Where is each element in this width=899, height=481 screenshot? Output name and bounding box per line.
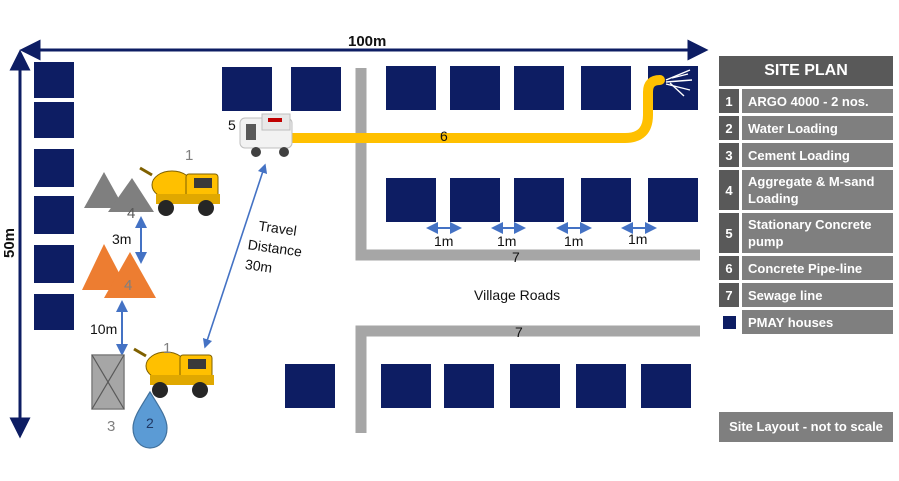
cement-loading-icon — [91, 354, 125, 410]
pump-label: 5 — [228, 117, 236, 133]
top-house-row — [222, 66, 698, 111]
argo-label-bottom: 1 — [163, 340, 171, 357]
village-roads-label: Village Roads — [474, 287, 560, 303]
legend-item-text: Aggregate & M-sand Loading — [742, 170, 893, 210]
house-gap-label: 1m — [497, 233, 516, 249]
legend-item: 6 Concrete Pipe-line — [719, 256, 893, 280]
legend-item-number: 7 — [719, 283, 739, 307]
sewage-line-lower — [355, 325, 700, 433]
argo-label-top: 1 — [185, 147, 193, 164]
house — [386, 178, 436, 222]
house — [510, 364, 560, 408]
travel-distance-arrow — [202, 163, 268, 349]
grey-pile-label: 4 — [127, 205, 135, 222]
scale-note: Site Layout - not to scale — [719, 412, 893, 442]
left-house-column — [34, 62, 74, 330]
width-dimension-label: 100m — [348, 33, 386, 50]
house — [291, 67, 341, 111]
concrete-spray-icon — [665, 69, 693, 97]
house — [648, 178, 698, 222]
house-gap-label: 1m — [564, 233, 583, 249]
house — [34, 149, 74, 187]
legend-houses-text: PMAY houses — [742, 310, 893, 334]
legend-item: 1 ARGO 4000 - 2 nos. — [719, 89, 893, 113]
site-plan-legend: SITE PLAN 1 ARGO 4000 - 2 nos. 2 Water L… — [719, 56, 893, 337]
legend-item-number: 4 — [719, 170, 739, 210]
legend-item: 3 Cement Loading — [719, 143, 893, 167]
house-swatch-icon — [719, 310, 739, 334]
legend-item-number: 1 — [719, 89, 739, 113]
legend-title: SITE PLAN — [719, 56, 893, 86]
middle-house-row — [386, 178, 698, 222]
orange-pile-label: 4 — [124, 277, 132, 294]
legend-item-houses: PMAY houses — [719, 310, 893, 334]
house — [641, 364, 691, 408]
gap-3m-label: 3m — [112, 231, 131, 247]
legend-item-text: ARGO 4000 - 2 nos. — [742, 89, 893, 113]
house — [514, 66, 564, 110]
concrete-pipeline — [287, 75, 665, 143]
legend-item-text: Concrete Pipe-line — [742, 256, 893, 280]
legend-item: 7 Sewage line — [719, 283, 893, 307]
legend-item: 2 Water Loading — [719, 116, 893, 140]
house — [285, 364, 335, 408]
house — [514, 178, 564, 222]
travel-label-1: Travel — [258, 218, 298, 239]
house — [34, 102, 74, 138]
sewage-label-upper: 7 — [512, 249, 520, 265]
orange-aggregate-pile-icon — [82, 244, 156, 298]
legend-item-text: Stationary Concrete pump — [742, 213, 893, 253]
sewage-line-upper — [355, 68, 700, 261]
house-gap-label: 1m — [628, 231, 647, 247]
house — [450, 66, 500, 110]
house — [576, 364, 626, 408]
argo-mixer-icon-bottom — [133, 347, 214, 398]
bottom-house-row — [285, 364, 691, 408]
legend-item-text: Cement Loading — [742, 143, 893, 167]
house — [581, 178, 631, 222]
legend-item: 4 Aggregate & M-sand Loading — [719, 170, 893, 210]
pipeline-label: 6 — [440, 128, 448, 144]
legend-item-number: 2 — [719, 116, 739, 140]
house — [444, 364, 494, 408]
water-label: 2 — [146, 415, 154, 431]
house — [386, 66, 436, 110]
legend-item: 5 Stationary Concrete pump — [719, 213, 893, 253]
sewage-label-lower: 7 — [515, 324, 523, 340]
house — [381, 364, 431, 408]
height-dimension-label: 50m — [1, 228, 18, 258]
cement-label: 3 — [107, 418, 115, 435]
legend-item-number: 5 — [719, 213, 739, 253]
legend-item-number: 6 — [719, 256, 739, 280]
travel-label-3: 30m — [244, 256, 273, 276]
house — [450, 178, 500, 222]
house — [581, 66, 631, 110]
house — [222, 67, 272, 111]
house — [648, 66, 698, 110]
house — [34, 62, 74, 98]
gap-10m-label: 10m — [90, 321, 117, 337]
legend-item-text: Sewage line — [742, 283, 893, 307]
legend-item-text: Water Loading — [742, 116, 893, 140]
argo-mixer-icon-top — [139, 166, 220, 216]
concrete-pump-icon — [239, 113, 293, 157]
house — [34, 245, 74, 283]
house-gap-label: 1m — [434, 233, 453, 249]
house — [34, 294, 74, 330]
water-drop-icon — [132, 390, 168, 449]
house — [34, 196, 74, 234]
travel-label-2: Distance — [247, 236, 303, 259]
grey-aggregate-pile-icon — [84, 172, 154, 212]
legend-item-number: 3 — [719, 143, 739, 167]
